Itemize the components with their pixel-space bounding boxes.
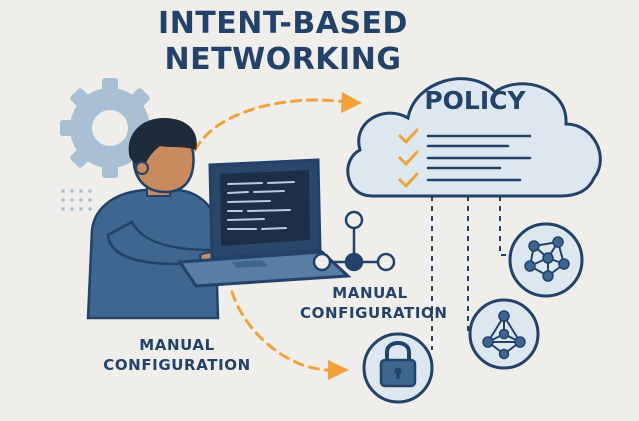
checkmark-icon bbox=[398, 150, 419, 166]
label-line-2: CONFIGURATION bbox=[300, 304, 448, 322]
policy-checklist bbox=[398, 128, 532, 188]
dot-pattern bbox=[61, 189, 92, 211]
cloud-icon bbox=[346, 77, 602, 198]
manual-config-label-upper: MANUAL CONFIGURATION bbox=[300, 283, 448, 323]
network-mesh-icon bbox=[468, 298, 540, 370]
cloud-label: POLICY bbox=[424, 86, 526, 115]
title-line-2: NETWORKING bbox=[164, 42, 402, 77]
diagram-title: INTENT-BASED NETWORKING bbox=[118, 6, 448, 78]
network-mesh-icon bbox=[508, 222, 584, 298]
label-line-1: MANUAL bbox=[332, 284, 408, 302]
title-line-1: INTENT-BASED bbox=[158, 6, 408, 41]
manual-config-label-lower: MANUAL CONFIGURATION bbox=[92, 335, 262, 375]
label-line-1: MANUAL bbox=[139, 336, 215, 354]
checklist-lines bbox=[426, 134, 532, 182]
code-lines bbox=[227, 181, 295, 230]
connector-lines bbox=[431, 196, 512, 350]
label-line-2: CONFIGURATION bbox=[103, 356, 251, 374]
person-icon bbox=[86, 118, 238, 320]
padlock-icon bbox=[362, 332, 434, 404]
checkmark-icon bbox=[398, 172, 419, 188]
arrow-top bbox=[193, 92, 362, 152]
node-graph-icon bbox=[312, 210, 396, 272]
laptop-icon bbox=[177, 158, 352, 288]
checkmark-icon bbox=[398, 128, 419, 144]
arrow-bottom bbox=[230, 290, 349, 380]
